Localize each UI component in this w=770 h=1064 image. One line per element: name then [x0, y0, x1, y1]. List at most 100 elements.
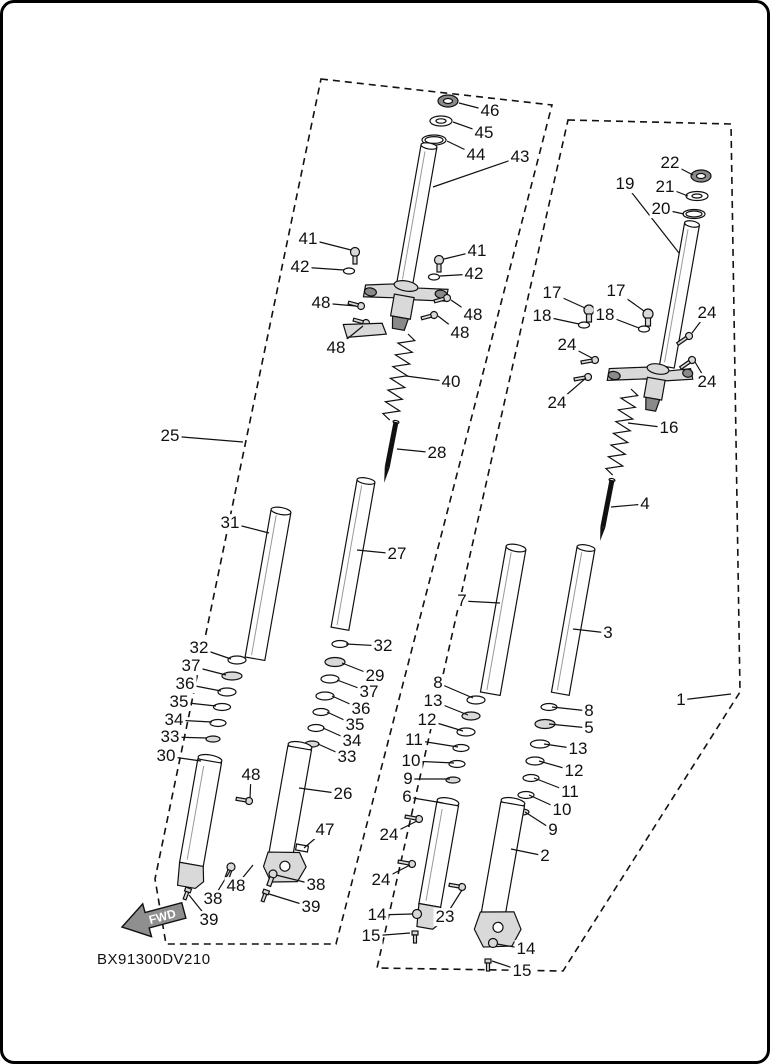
callout-label-34: 34: [162, 710, 186, 730]
callout-label-23: 23: [433, 907, 457, 927]
callout-label-19: 19: [613, 174, 637, 194]
part-14-bolt: [487, 937, 499, 949]
callout-label-14: 14: [365, 905, 389, 925]
callout-label-17: 17: [540, 283, 564, 303]
part-17-bolt: [583, 304, 595, 323]
callout-label-7: 7: [455, 591, 469, 611]
callout-label-11: 11: [403, 730, 425, 750]
callout-label-13: 13: [566, 739, 590, 759]
part-26-outer-tube: [262, 740, 313, 883]
callout-label-22: 22: [658, 153, 682, 173]
callout-label-48: 48: [324, 338, 348, 358]
part-16-spring: [604, 388, 640, 476]
callout-label-4: 4: [638, 494, 652, 514]
callout-label-44: 44: [464, 145, 488, 165]
part-24-bolt: [397, 859, 417, 869]
leader-line-1: [680, 693, 732, 701]
callout-label-29: 29: [363, 666, 387, 686]
callout-label-17: 17: [604, 281, 628, 301]
part-18-washer: [577, 321, 591, 329]
part-15-screw: [411, 930, 419, 944]
part-46-cap-nut: [437, 94, 459, 108]
part-38-bolt: [266, 869, 278, 888]
callout-label-31: 31: [218, 513, 242, 533]
part-24-bolt: [573, 372, 593, 382]
part-45-washer: [429, 115, 453, 127]
callout-label-36: 36: [349, 699, 373, 719]
callout-label-14: 14: [514, 939, 538, 959]
callout-label-15: 15: [359, 926, 383, 946]
callout-label-10: 10: [399, 751, 423, 771]
part-41-bolt: [349, 246, 361, 265]
callout-label-47: 47: [313, 820, 337, 840]
seal-stack-left-column: [205, 655, 247, 743]
callout-label-40: 40: [439, 372, 463, 392]
callout-label-48: 48: [461, 305, 485, 325]
callout-label-24: 24: [545, 393, 569, 413]
leader-line-25: [169, 435, 244, 443]
callout-label-37: 37: [179, 656, 203, 676]
callout-label-26: 26: [331, 784, 355, 804]
callout-label-12: 12: [562, 761, 586, 781]
callout-label-8: 8: [431, 673, 445, 693]
part-24-bolt: [404, 814, 424, 824]
callout-label-48: 48: [448, 323, 472, 343]
left-assembly-border: [154, 78, 554, 945]
lower-bracket-left: [362, 280, 449, 332]
part-42-washer: [427, 273, 441, 281]
callout-label-33: 33: [158, 727, 182, 747]
callout-label-15: 15: [510, 961, 534, 981]
part-15-screw: [484, 958, 492, 972]
callout-label-32: 32: [187, 638, 211, 658]
callout-label-27: 27: [385, 544, 409, 564]
callout-label-24: 24: [555, 335, 579, 355]
callout-label-8: 8: [582, 701, 596, 721]
part-40-spring: [381, 333, 417, 421]
lower-bracket-right: [606, 363, 694, 412]
part-48-bolt: [420, 310, 439, 321]
drawing-code: BX91300DV210: [97, 951, 211, 968]
part-30-outer-tube: [176, 753, 223, 890]
callout-label-21: 21: [653, 177, 677, 197]
callout-label-11: 11: [559, 782, 581, 802]
callout-label-45: 45: [472, 123, 496, 143]
callout-label-46: 46: [478, 101, 502, 121]
callout-label-39: 39: [299, 897, 323, 917]
part-24-bolt: [678, 355, 697, 371]
right-assembly-drawing: [397, 169, 712, 972]
callout-label-42: 42: [462, 264, 486, 284]
callout-label-12: 12: [415, 710, 439, 730]
callout-label-34: 34: [340, 731, 364, 751]
callout-label-35: 35: [343, 715, 367, 735]
callout-label-24: 24: [695, 372, 719, 392]
callout-label-33: 33: [335, 747, 359, 767]
leader-line-43: [432, 156, 521, 188]
part-39-screw: [182, 886, 193, 901]
callout-label-13: 13: [421, 691, 445, 711]
right-assembly-border: [376, 119, 741, 972]
part-42-washer: [342, 267, 356, 275]
callout-label-48: 48: [309, 293, 333, 313]
callout-label-43: 43: [508, 147, 532, 167]
callout-label-41: 41: [296, 229, 320, 249]
part-17-bolt: [642, 308, 654, 327]
part-14-bolt: [411, 908, 423, 920]
callout-label-25: 25: [158, 426, 182, 446]
part-41-bolt: [433, 254, 445, 273]
callout-label-24: 24: [369, 870, 393, 890]
part-39-screw: [260, 888, 271, 903]
part-28-damper-rod: [384, 419, 400, 483]
callout-label-24: 24: [695, 303, 719, 323]
callout-label-20: 20: [649, 199, 673, 219]
callout-label-32: 32: [371, 636, 395, 656]
part-3-inner-tube: [550, 544, 596, 697]
callout-label-48: 48: [224, 876, 248, 896]
callout-label-38: 38: [201, 889, 225, 909]
callout-label-1: 1: [674, 690, 688, 710]
leader-line-19: [624, 183, 680, 254]
callout-label-3: 3: [601, 623, 615, 643]
fwd-arrow: FWD: [120, 901, 187, 938]
part-31-inner-tube: [244, 506, 292, 662]
